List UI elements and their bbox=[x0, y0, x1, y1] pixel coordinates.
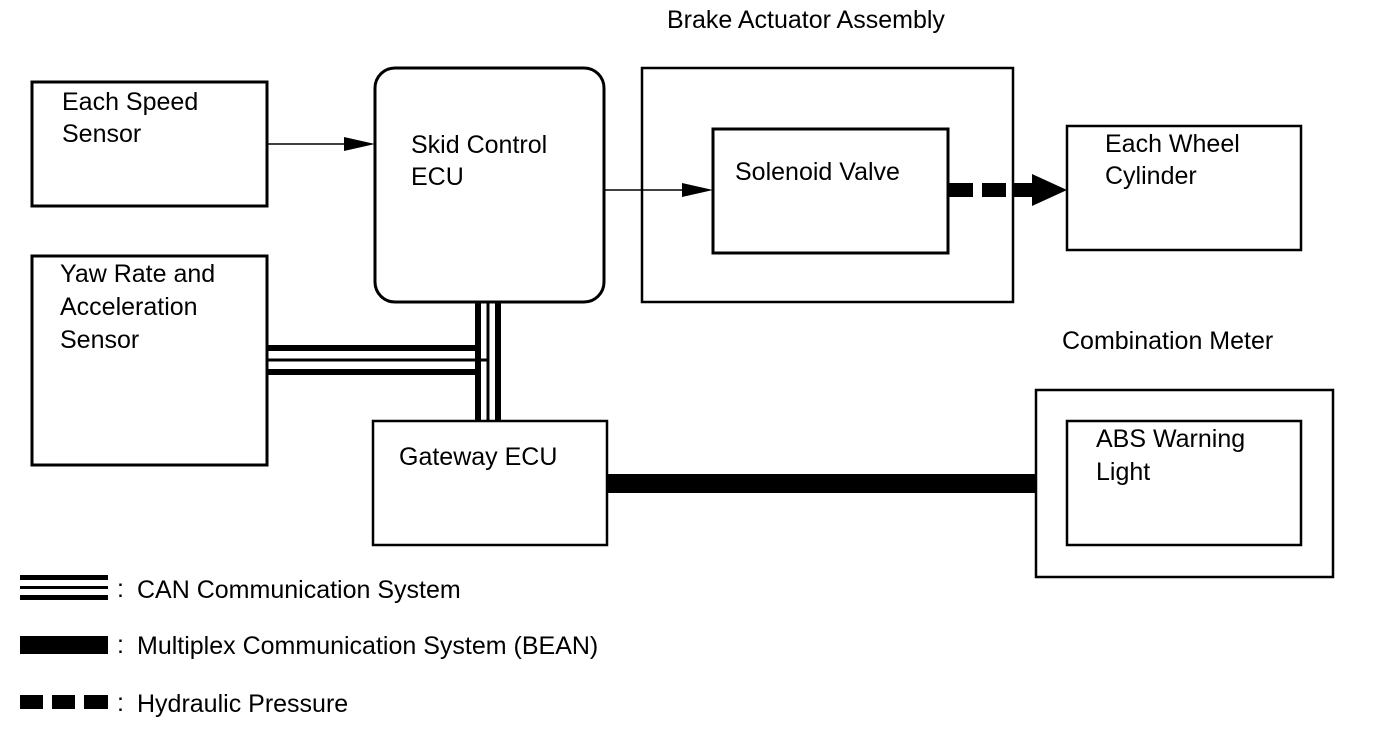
skid-control-ecu-label: Skid Control ECU bbox=[411, 131, 554, 191]
skid-control-ecu-box bbox=[373, 66, 606, 304]
combination-meter-title: Combination Meter bbox=[1062, 327, 1273, 355]
yaw-rate-sensor-label: Yaw Rate and Acceleration Sensor bbox=[60, 260, 222, 354]
legend-hydraulic-separator: : bbox=[117, 689, 124, 717]
legend-can-separator: : bbox=[117, 575, 124, 603]
gateway-ecu-label: Gateway ECU bbox=[399, 443, 557, 471]
legend-can-symbol bbox=[20, 575, 108, 580]
legend-can-label: CAN Communication System bbox=[137, 576, 461, 604]
speed-sensor-label: Each Speed Sensor bbox=[62, 88, 205, 148]
brake-actuator-assembly-box bbox=[640, 66, 1015, 304]
legend-hydraulic-label: Hydraulic Pressure bbox=[137, 690, 348, 718]
solenoid-valve-label: Solenoid Valve bbox=[735, 158, 900, 186]
abs-warning-light-label: ABS Warning Light bbox=[1096, 425, 1252, 486]
solenoid-valve-box bbox=[711, 127, 950, 255]
bean-communication-line bbox=[607, 474, 1036, 493]
legend-bean-item: : Multiplex Communication System (BEAN) bbox=[20, 631, 598, 660]
can-communication-bus bbox=[267, 302, 501, 421]
wheel-cylinder-label: Each Wheel Cylinder bbox=[1105, 130, 1247, 190]
legend-hydraulic-symbol bbox=[20, 695, 108, 709]
hydraulic-pressure-arrow bbox=[949, 174, 1067, 206]
ecu-to-solenoid-arrow bbox=[604, 183, 713, 197]
legend-bean-symbol bbox=[20, 636, 108, 654]
legend-hydraulic-item: : Hydraulic Pressure bbox=[20, 689, 348, 718]
legend: : CAN Communication System : Multiplex C… bbox=[20, 575, 598, 718]
abs-warning-light-box bbox=[1065, 419, 1303, 547]
legend-can-item: : CAN Communication System bbox=[20, 575, 461, 604]
legend-bean-separator: : bbox=[117, 631, 124, 659]
speed-to-ecu-arrow bbox=[267, 137, 375, 151]
gateway-ecu-box bbox=[371, 419, 609, 547]
brake-actuator-assembly-title: Brake Actuator Assembly bbox=[667, 6, 945, 34]
combination-meter-box bbox=[1034, 388, 1335, 579]
wheel-cylinder-box bbox=[1065, 124, 1303, 252]
legend-bean-label: Multiplex Communication System (BEAN) bbox=[137, 632, 598, 660]
